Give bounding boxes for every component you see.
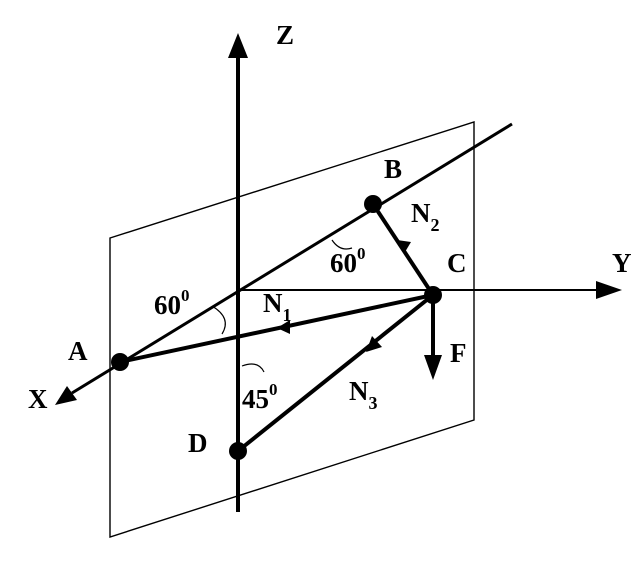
- rod-dc: [236, 293, 435, 453]
- label-n2-base: N: [411, 198, 431, 228]
- force-f-arrowhead: [424, 355, 442, 380]
- label-b: B: [384, 154, 402, 184]
- angle-arc-b: [331, 239, 353, 250]
- y-axis-label: Y: [612, 248, 632, 278]
- label-n2: N2: [411, 198, 440, 235]
- z-axis-arrowhead: [228, 33, 248, 58]
- n1-arrowhead: [277, 320, 290, 334]
- label-a: A: [68, 336, 88, 366]
- rod-ac: [119, 293, 434, 364]
- x-axis-arrowhead: [55, 386, 77, 405]
- z-axis-label: Z: [276, 20, 294, 50]
- point-b: [364, 195, 382, 213]
- y-axis-arrowhead: [596, 281, 622, 299]
- label-n3-sub: 3: [369, 393, 378, 413]
- point-d: [229, 442, 247, 460]
- x-axis-line: [71, 122, 513, 395]
- n2-arrowhead: [397, 240, 411, 252]
- angle-a-value: 60: [154, 290, 181, 320]
- label-n1: N1: [263, 288, 292, 325]
- label-c: C: [447, 248, 467, 278]
- angle-b-value: 60: [330, 248, 357, 278]
- plane-outline: [109, 121, 475, 538]
- point-c: [424, 286, 442, 304]
- label-n2-sub: 2: [431, 215, 440, 235]
- angle-arc-a: [211, 305, 226, 335]
- angle-b-degree: 0: [357, 244, 366, 263]
- label-n1-sub: 1: [283, 305, 292, 325]
- label-n1-base: N: [263, 288, 283, 318]
- angle-d-degree: 0: [269, 380, 278, 399]
- angle-label-b: 600: [330, 244, 366, 278]
- angle-label-d: 450: [242, 380, 278, 414]
- label-n3-base: N: [349, 376, 369, 406]
- label-n3: N3: [349, 376, 378, 413]
- angle-a-degree: 0: [181, 286, 190, 305]
- angle-d-value: 45: [242, 384, 269, 414]
- label-d: D: [188, 428, 208, 458]
- point-a: [111, 353, 129, 371]
- angle-arc-d: [241, 363, 265, 373]
- label-f: F: [450, 338, 467, 368]
- n3-arrowhead: [366, 336, 382, 352]
- rod-bc: [371, 202, 435, 297]
- angle-label-a: 600: [154, 286, 190, 320]
- x-axis-label: X: [28, 384, 48, 414]
